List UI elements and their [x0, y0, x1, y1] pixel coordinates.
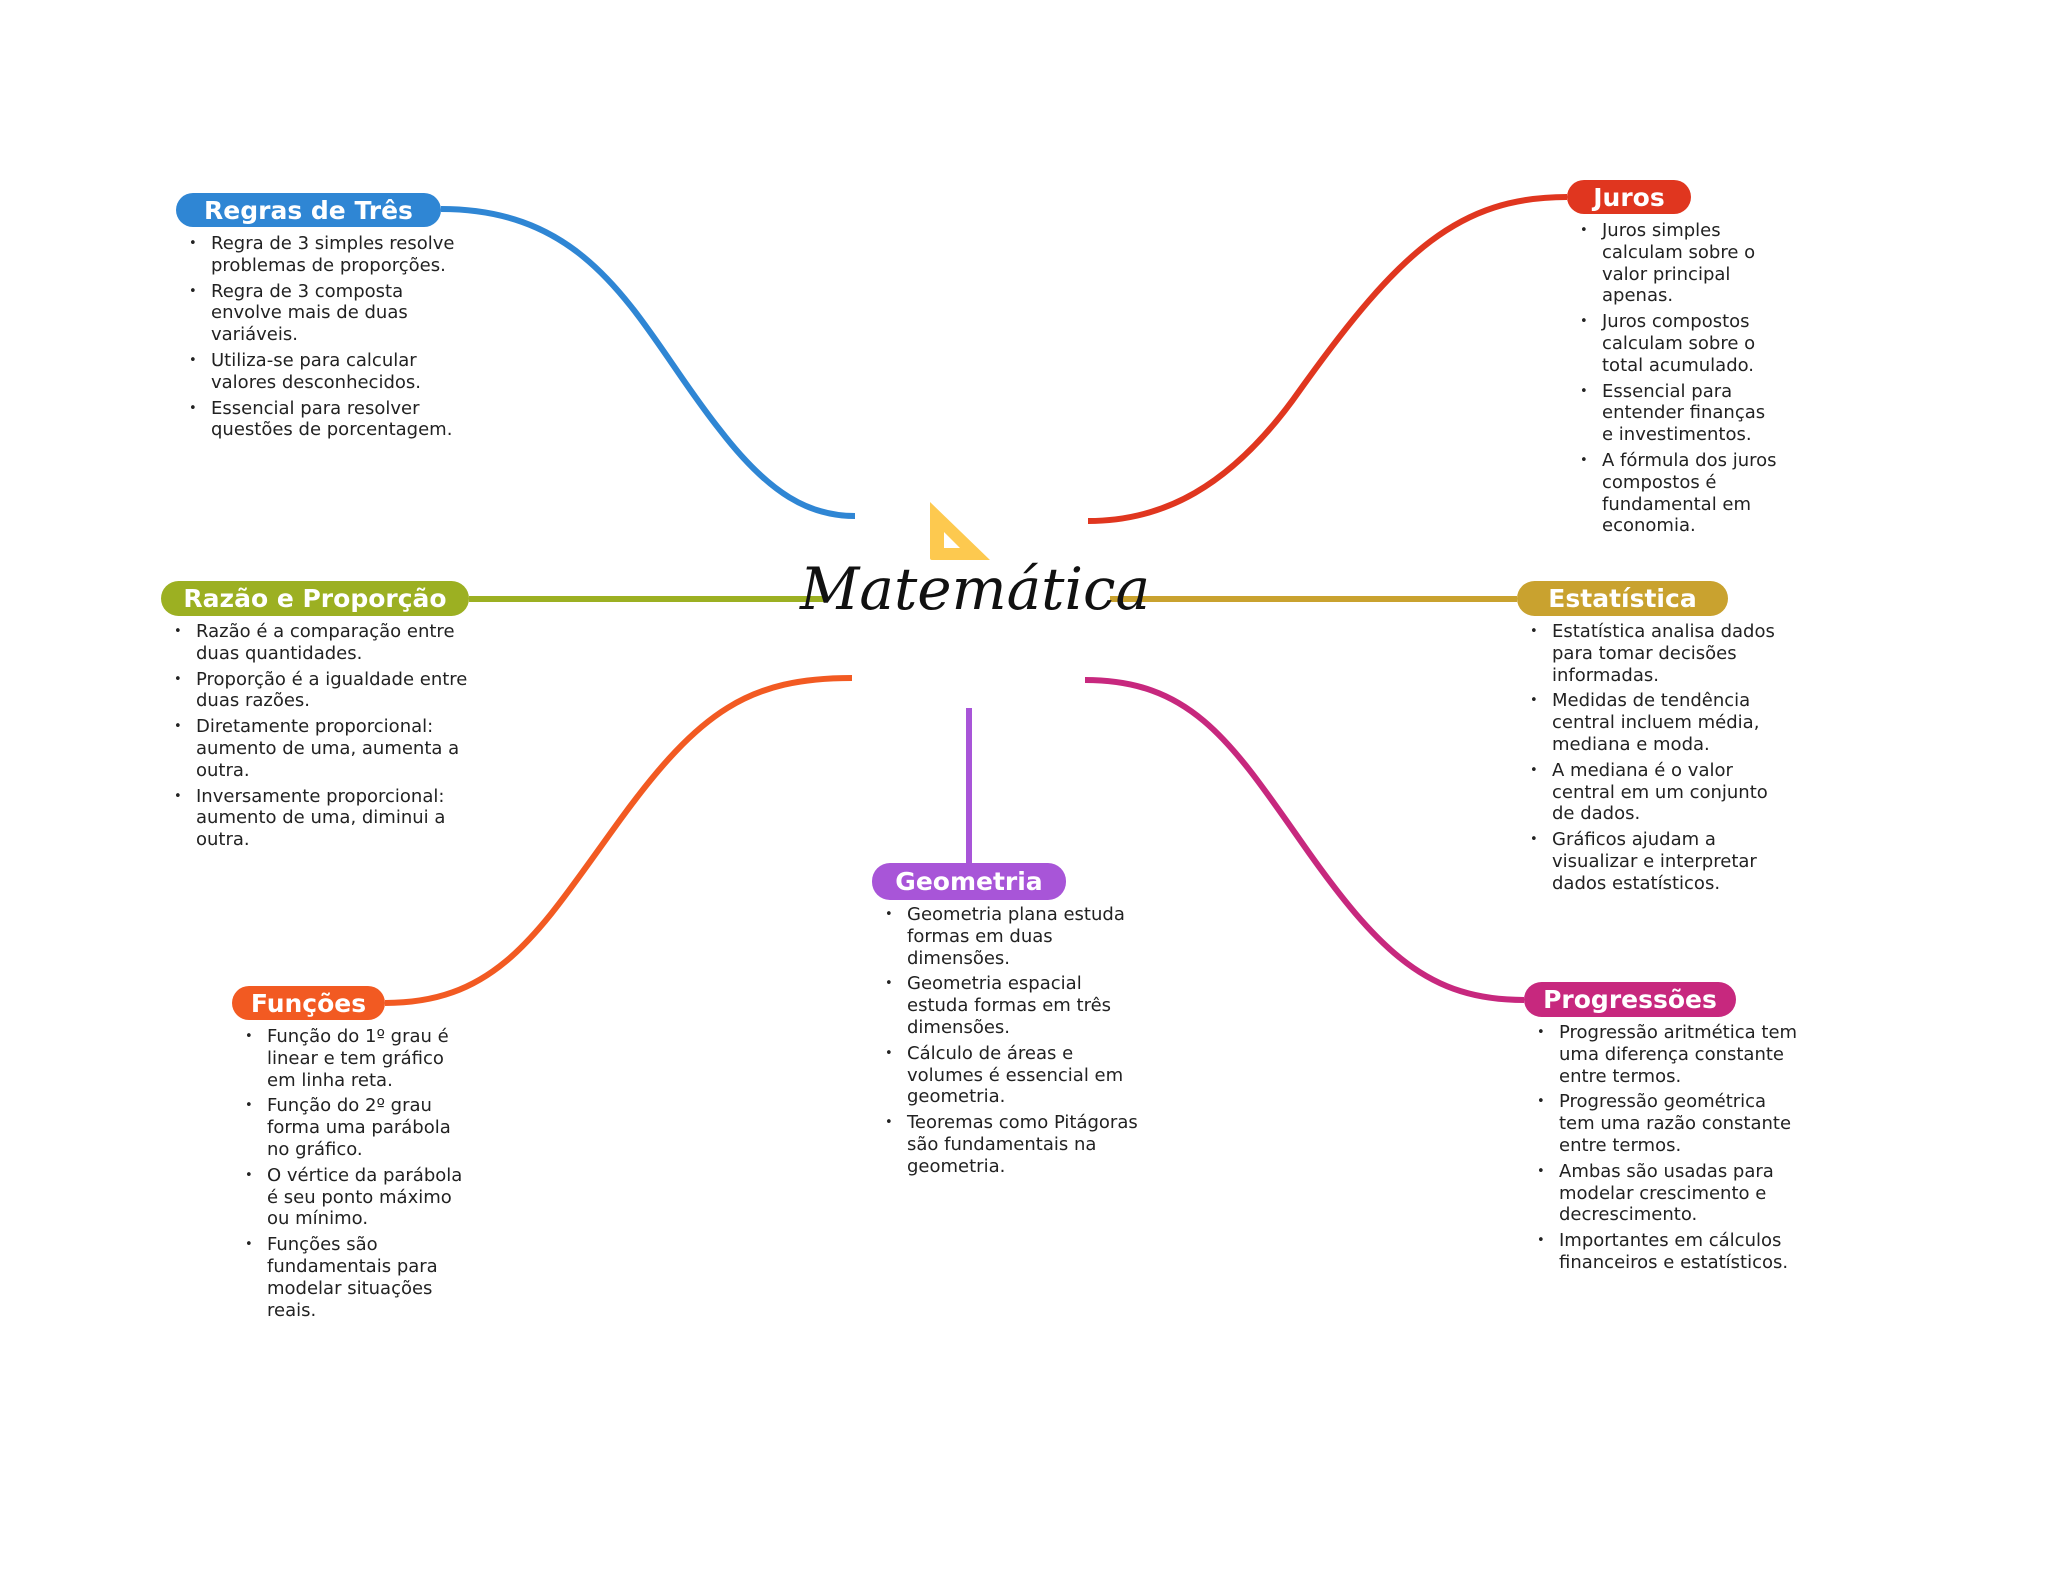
note-item[interactable]: Geometria plana estuda formas em duas di… — [883, 904, 1145, 969]
note-item[interactable]: Proporção é a igualdade entre duas razõe… — [172, 669, 482, 713]
note-item[interactable]: A fórmula dos juros compostos é fundamen… — [1578, 450, 1778, 537]
note-item[interactable]: Regra de 3 simples resolve problemas de … — [187, 233, 477, 277]
topic-funcoes-notes: Função do 1º grau é linear e tem gráfico… — [243, 1026, 468, 1325]
note-item[interactable]: Progressão aritmética tem uma diferença … — [1535, 1022, 1805, 1087]
connector-funcoes — [384, 675, 853, 1006]
note-item[interactable]: Regra de 3 composta envolve mais de duas… — [187, 281, 477, 346]
topic-juros-notes: Juros simples calculam sobre o valor pri… — [1578, 220, 1778, 541]
note-item[interactable]: Estatística analisa dados para tomar dec… — [1528, 621, 1788, 686]
note-item[interactable]: Juros compostos calculam sobre o total a… — [1578, 311, 1778, 376]
connector-progressoes — [1084, 677, 1525, 1003]
note-item[interactable]: Função do 1º grau é linear e tem gráfico… — [243, 1026, 468, 1091]
note-item[interactable]: Gráficos ajudam a visualizar e interpret… — [1528, 829, 1788, 894]
note-item[interactable]: Essencial para entender finanças e inves… — [1578, 381, 1778, 446]
note-item[interactable]: Medidas de tendência central incluem méd… — [1528, 690, 1788, 755]
note-item[interactable]: Geometria espacial estuda formas em três… — [883, 973, 1145, 1038]
note-item[interactable]: Ambas são usadas para modelar cresciment… — [1535, 1161, 1805, 1226]
note-item[interactable]: Cálculo de áreas e volumes é essencial e… — [883, 1043, 1145, 1108]
note-item[interactable]: Funções são fundamentais para modelar si… — [243, 1234, 468, 1321]
note-item[interactable]: Progressão geométrica tem uma razão cons… — [1535, 1091, 1805, 1156]
topic-estatistica-notes: Estatística analisa dados para tomar dec… — [1528, 621, 1788, 899]
topic-progressoes[interactable]: Progressões — [1524, 982, 1736, 1017]
note-item[interactable]: Inversamente proporcional: aumento de um… — [172, 786, 482, 851]
note-item[interactable]: Essencial para resolver questões de porc… — [187, 398, 477, 442]
connector-juros — [1087, 194, 1568, 524]
central-topic[interactable]: Matemática — [800, 555, 1151, 623]
topic-geometria[interactable]: Geometria — [872, 863, 1066, 900]
note-item[interactable]: Juros simples calculam sobre o valor pri… — [1578, 220, 1778, 307]
topic-funcoes[interactable]: Funções — [232, 986, 385, 1020]
note-item[interactable]: Importantes em cálculos financeiros e es… — [1535, 1230, 1805, 1274]
topic-geometria-notes: Geometria plana estuda formas em duas di… — [883, 904, 1145, 1182]
note-item[interactable]: A mediana é o valor central em um conjun… — [1528, 760, 1788, 825]
topic-progressoes-notes: Progressão aritmética tem uma diferença … — [1535, 1022, 1805, 1278]
note-item[interactable]: Teoremas como Pitágoras são fundamentais… — [883, 1112, 1145, 1177]
topic-regras[interactable]: Regras de Três — [176, 193, 441, 227]
topic-regras-notes: Regra de 3 simples resolve problemas de … — [187, 233, 477, 445]
topic-juros[interactable]: Juros — [1567, 180, 1691, 214]
note-item[interactable]: Função do 2º grau forma uma parábola no … — [243, 1095, 468, 1160]
note-item[interactable]: Razão é a comparação entre duas quantida… — [172, 621, 482, 665]
connector-regras — [440, 206, 856, 519]
note-item[interactable]: Diretamente proporcional: aumento de uma… — [172, 716, 482, 781]
topic-razao-notes: Razão é a comparação entre duas quantida… — [172, 621, 482, 855]
note-item[interactable]: Utiliza-se para calcular valores desconh… — [187, 350, 477, 394]
note-item[interactable]: O vértice da parábola é seu ponto máximo… — [243, 1165, 468, 1230]
set-square-icon — [930, 502, 990, 560]
topic-razao[interactable]: Razão e Proporção — [161, 581, 469, 616]
topic-estatistica[interactable]: Estatística — [1517, 581, 1728, 616]
